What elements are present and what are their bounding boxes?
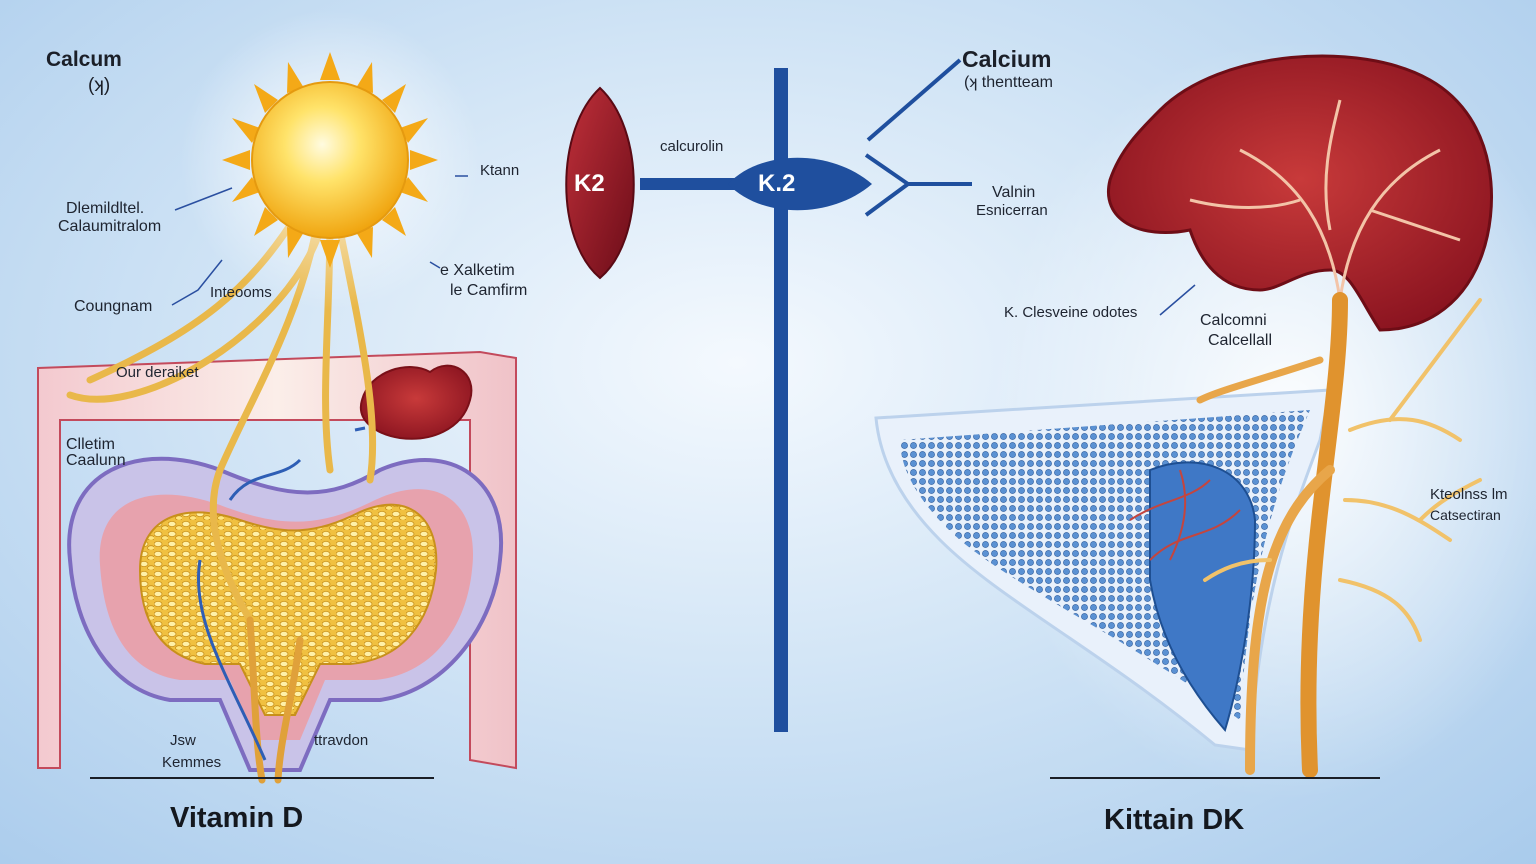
label-catsectiran: Catsectiran [1430, 507, 1501, 523]
label-camfirm: le Camfirm [450, 282, 528, 299]
badge-k2-red: K2 [574, 170, 605, 197]
badge-k2-blue: K.2 [758, 170, 796, 197]
right-leader-lines [1159, 284, 1196, 316]
liver-organ [359, 364, 473, 440]
kidney-illustration [1107, 54, 1493, 332]
label-jsw: Jsw [170, 732, 196, 749]
label-intecoms: Inteooms [210, 284, 272, 301]
label-calcomni: Calcomni [1200, 312, 1267, 329]
label-our-deralnket: Our deraiket [116, 364, 199, 381]
label-caalunn: Caalunn [66, 452, 126, 469]
k2-red-lens [565, 86, 635, 280]
label-dhemical: Dlemildltel. [66, 200, 145, 217]
label-kemmes: Kemmes [162, 754, 222, 771]
nerve-trunk [1196, 292, 1482, 778]
left-calcium-title: Calcum [46, 48, 122, 71]
k2-blue-badge [728, 157, 872, 211]
organ-body [67, 456, 504, 772]
right-caption: Kittain DK [1104, 804, 1245, 836]
left-leader-lines [171, 175, 468, 306]
left-caption: Vitamin D [170, 802, 304, 834]
red-capillaries [1129, 469, 1241, 561]
center-divider [774, 68, 788, 732]
label-kclesveine: K. Clesveine odotes [1004, 304, 1138, 321]
blue-vessels [197, 426, 366, 761]
label-kteolnss: Kteolnss lm [1430, 486, 1508, 503]
label-calcum-itralom: Calaumitralom [58, 218, 162, 235]
tissue-block [874, 388, 1332, 752]
right-calcium-title: Calcium [962, 46, 1052, 72]
label-esnicerran: Esnicerran [976, 202, 1048, 219]
label-kitann: Ktann [480, 162, 520, 179]
label-kalketim: e Xalketim [440, 262, 515, 279]
left-calcium-symbol: (ʞ) [88, 75, 111, 96]
right-calcium-sub: (ʞ thentteam [964, 74, 1053, 91]
fork-connector [864, 58, 972, 217]
label-cllertim: Clletim [66, 436, 115, 453]
label-calcurolin: calcurolin [660, 138, 724, 155]
label-coungnam: Coungnam [74, 298, 153, 315]
sun-illustration [180, 10, 480, 310]
label-calceliall: Calcellall [1208, 332, 1273, 349]
label-valnin: Valnin [992, 184, 1036, 201]
label-ttravdon: ttravdon [314, 732, 369, 749]
